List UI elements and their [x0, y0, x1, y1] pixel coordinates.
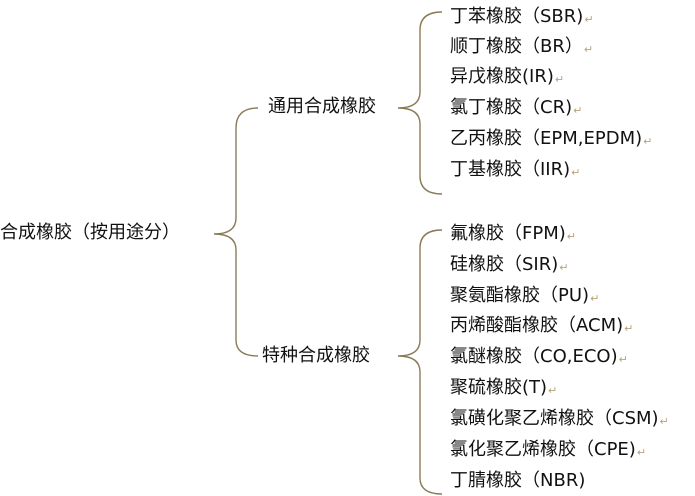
leaf-eco: 氯醚橡胶（CO,ECO)↵	[450, 346, 628, 371]
return-mark: ↵	[643, 135, 653, 148]
general-brace	[397, 11, 443, 195]
leaf-epm: 乙丙橡胶（EPM,EPDM)↵	[450, 128, 652, 153]
leaf-br: 顺丁橡胶（BR）↵	[450, 36, 593, 61]
leaf-label: 丁腈橡胶（NBR)	[450, 470, 586, 491]
leaf-label: 氯化聚乙烯橡胶（CPE)	[450, 439, 636, 460]
return-mark: ↵	[583, 43, 594, 56]
special-brace	[397, 229, 443, 495]
return-mark: ↵	[624, 322, 634, 335]
return-mark: ↵	[566, 230, 576, 243]
leaf-label: 氯磺化聚乙烯橡胶（CSM)	[450, 408, 659, 429]
leaf-ir: 异戊橡胶(IR)↵	[450, 66, 564, 91]
leaf-csm: 氯磺化聚乙烯橡胶（CSM)↵	[450, 408, 669, 433]
return-mark: ↵	[618, 353, 628, 366]
root-brace	[213, 107, 259, 357]
leaf-acm: 丙烯酸酯橡胶（ACM)↵	[450, 315, 633, 340]
leaf-t: 聚硫橡胶(T)↵	[450, 377, 557, 402]
leaf-label: 聚硫橡胶(T)	[450, 377, 548, 398]
group-general: 通用合成橡胶	[268, 96, 376, 118]
leaf-cpe: 氯化聚乙烯橡胶（CPE)↵	[450, 439, 646, 464]
leaf-label: 聚氨酯橡胶（PU)	[450, 285, 590, 306]
group-general-label: 通用合成橡胶	[268, 96, 376, 117]
root-node: 合成橡胶（按用途分）	[0, 222, 180, 244]
leaf-nbr: 丁腈橡胶（NBR)	[450, 470, 585, 492]
leaf-label: 氯丁橡胶（CR)	[450, 97, 573, 118]
leaf-sir: 硅橡胶（SIR)↵	[450, 254, 568, 279]
return-mark: ↵	[590, 292, 600, 305]
leaf-iir: 丁基橡胶（IIR)↵	[450, 159, 580, 184]
leaf-label: 氯醚橡胶（CO,ECO)	[450, 346, 618, 367]
return-mark: ↵	[571, 166, 581, 179]
leaf-label: 氟橡胶（FPM)	[450, 223, 566, 244]
leaf-label: 顺丁橡胶（BR）	[450, 36, 583, 57]
return-mark: ↵	[584, 13, 594, 26]
leaf-label: 硅橡胶（SIR)	[450, 254, 559, 275]
leaf-cr: 氯丁橡胶（CR)↵	[450, 97, 582, 122]
return-mark: ↵	[548, 384, 558, 397]
return-mark: ↵	[636, 446, 647, 459]
group-special: 特种合成橡胶	[262, 345, 370, 367]
leaf-pu: 聚氨酯橡胶（PU)↵	[450, 285, 599, 310]
leaf-label: 异戊橡胶(IR)	[450, 66, 554, 87]
leaf-label: 丙烯酸酯橡胶（ACM)	[450, 315, 624, 336]
leaf-fpm: 氟橡胶（FPM)↵	[450, 223, 576, 248]
return-mark: ↵	[559, 261, 569, 274]
return-mark: ↵	[659, 415, 669, 428]
leaf-label: 丁基橡胶（IIR)	[450, 159, 571, 180]
group-special-label: 特种合成橡胶	[262, 345, 370, 366]
return-mark: ↵	[554, 73, 565, 86]
leaf-sbr: 丁苯橡胶（SBR)↵	[450, 6, 594, 31]
root-label: 合成橡胶（按用途分）	[0, 222, 180, 243]
return-mark: ↵	[573, 104, 583, 117]
leaf-label: 乙丙橡胶（EPM,EPDM)	[450, 128, 643, 149]
leaf-label: 丁苯橡胶（SBR)	[450, 6, 584, 27]
